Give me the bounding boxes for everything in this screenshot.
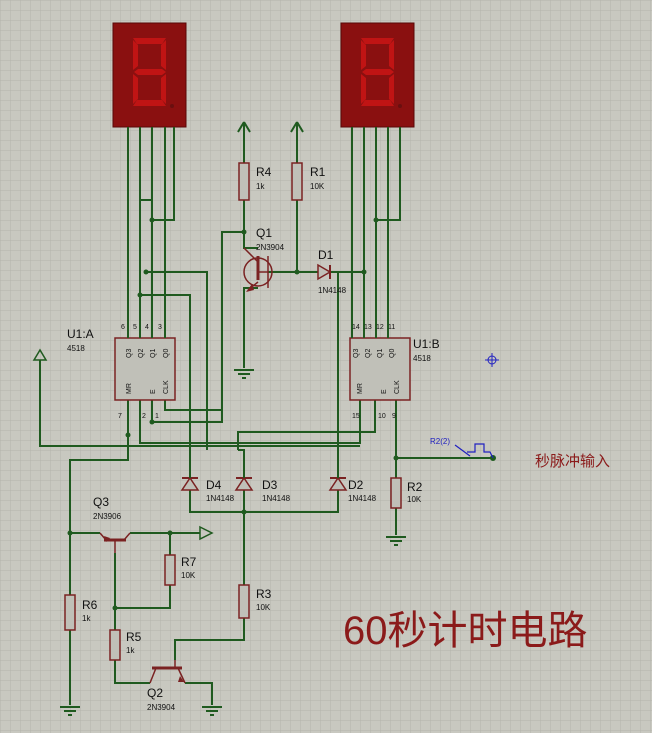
svg-text:R7: R7	[181, 555, 197, 569]
ic-input-pin: E	[381, 389, 388, 394]
ic-pin-number: 12	[376, 324, 384, 331]
ground-symbols	[60, 369, 406, 716]
diode-d1: D1 1N4148	[317, 248, 347, 295]
vcc-arrow-icon	[237, 121, 251, 133]
svg-text:D4: D4	[206, 478, 222, 492]
ic-part: 4518	[413, 354, 431, 363]
ic-pin-number: 4	[145, 324, 149, 331]
diode-d2: D2 1N4148	[328, 450, 377, 503]
transistor-q2: Q2 2N3904	[147, 660, 186, 712]
ic-part: 4518	[67, 344, 85, 353]
svg-text:R4: R4	[256, 165, 272, 179]
ic-pin-number: 11	[388, 324, 395, 331]
resistor-r7: R7 10K	[164, 554, 197, 586]
transistor-q3: Q3 2N3906	[93, 495, 131, 553]
crosshair-icon	[485, 353, 499, 367]
ground-icon	[234, 369, 254, 379]
ic-pin-number: 10	[378, 413, 386, 420]
resistor-r3: R3 10K	[238, 584, 272, 619]
input-label: 秒脉冲输入	[535, 453, 610, 470]
svg-text:Q3: Q3	[93, 495, 109, 509]
ic-ref: U1:B	[413, 337, 440, 351]
ic-pin-number: 14	[352, 324, 360, 331]
svg-text:2N3904: 2N3904	[147, 703, 176, 712]
ic-pin-number: 7	[118, 413, 122, 420]
ic-pin-number: 13	[364, 324, 372, 331]
svg-text:1N4148: 1N4148	[262, 494, 291, 503]
ic-pin-number: 1	[155, 413, 159, 420]
ic-pin-number: 9	[392, 413, 396, 420]
svg-text:1N4148: 1N4148	[348, 494, 377, 503]
seven-segment-display-tens	[112, 22, 187, 128]
svg-text:D2: D2	[348, 478, 364, 492]
ic-u1a: 6 5 4 3 Q3 Q2 Q1 Q0 MR E CLK 7 2 1 U1:A …	[67, 322, 176, 420]
power-supply-icons	[32, 121, 304, 541]
svg-text:10K: 10K	[310, 182, 325, 191]
resistor-r1: R1 10K	[291, 162, 326, 201]
generator-label: R2(2)	[430, 437, 450, 446]
ic-output-pin: Q1	[377, 349, 384, 358]
ic-output-pin: Q3	[353, 349, 360, 358]
ic-output-pin: Q1	[150, 349, 157, 358]
resistor-r2: R2 10K	[390, 477, 423, 509]
resistor-r4: R4 1k	[238, 162, 272, 201]
svg-text:Q2: Q2	[147, 686, 163, 700]
svg-text:1N4148: 1N4148	[206, 494, 235, 503]
svg-text:Q1: Q1	[256, 226, 272, 240]
ic-output-pin: Q0	[389, 349, 396, 358]
seven-segment-display-units	[340, 22, 415, 128]
ground-icon	[60, 706, 80, 716]
diode-d3: D3 1N4148	[234, 449, 291, 503]
ic-pin-number: 3	[158, 324, 162, 331]
diode-d4: D4 1N4148	[180, 450, 235, 503]
output-arrow-icon	[199, 525, 214, 541]
transistor-q1: Q1 2N3904	[243, 226, 285, 292]
svg-text:10K: 10K	[407, 495, 422, 504]
square-wave-icon	[454, 443, 494, 459]
vcc-arrow-icon	[32, 348, 48, 361]
vcc-arrow-icon	[290, 121, 304, 133]
ic-input-pin: E	[150, 389, 157, 394]
ground-icon	[386, 536, 406, 546]
resistor-r5: R5 1k	[109, 629, 142, 661]
pulse-generator: R2(2)	[430, 437, 494, 459]
ic-u1b: 14 13 12 11 Q3 Q2 Q1 Q0 MR E CLK 15 10 9…	[349, 322, 440, 420]
ic-input-pin: CLK	[394, 380, 401, 394]
svg-text:1k: 1k	[256, 182, 265, 191]
resistor-r6: R6 1k	[64, 594, 98, 631]
ic-pin-number: 6	[121, 324, 125, 331]
svg-text:R3: R3	[256, 587, 272, 601]
svg-text:2N3906: 2N3906	[93, 512, 122, 521]
svg-text:10K: 10K	[181, 571, 196, 580]
ground-icon	[202, 706, 222, 716]
svg-text:D3: D3	[262, 478, 278, 492]
svg-text:1k: 1k	[82, 614, 91, 623]
svg-text:R5: R5	[126, 630, 142, 644]
svg-text:R2: R2	[407, 480, 423, 494]
svg-text:D1: D1	[318, 248, 334, 262]
wires	[39, 127, 493, 705]
ic-pin-number: 15	[352, 413, 360, 420]
ic-pin-number: 5	[133, 324, 137, 331]
ic-pin-number: 2	[142, 413, 146, 420]
svg-text:10K: 10K	[256, 603, 271, 612]
ic-output-pin: Q0	[163, 349, 170, 358]
svg-text:R1: R1	[310, 165, 326, 179]
ic-output-pin: Q2	[365, 349, 372, 358]
ic-output-pin: Q2	[138, 349, 145, 358]
svg-text:1N4148: 1N4148	[318, 286, 347, 295]
ic-input-pin: MR	[357, 383, 364, 394]
svg-text:R6: R6	[82, 598, 98, 612]
diagram-title: 60秒计时电路	[343, 609, 588, 653]
ic-input-pin: CLK	[163, 380, 170, 394]
ic-output-pin: Q3	[126, 349, 133, 358]
ic-input-pin: MR	[126, 383, 133, 394]
ic-ref: U1:A	[67, 327, 94, 341]
svg-text:1k: 1k	[126, 646, 135, 655]
svg-text:2N3904: 2N3904	[256, 243, 285, 252]
